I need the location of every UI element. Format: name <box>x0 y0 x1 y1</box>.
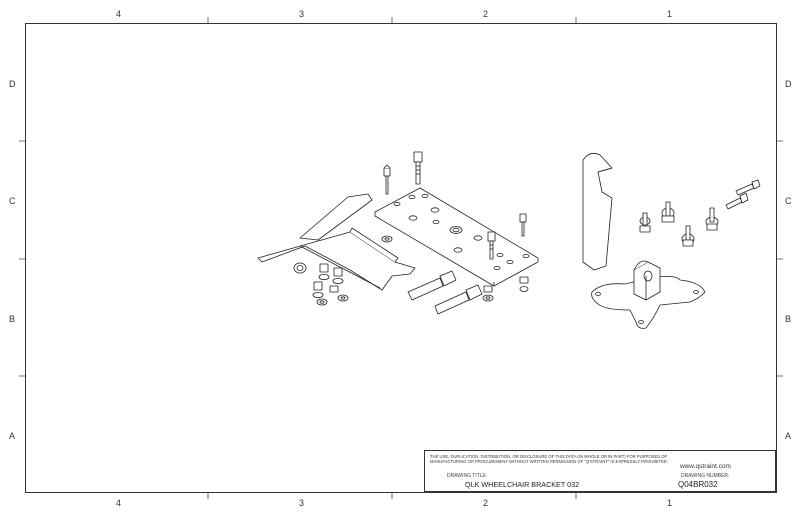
main-plate <box>374 187 539 287</box>
zone-row-left-d: D <box>9 79 16 89</box>
zone-row-right-c: C <box>785 196 792 206</box>
zone-col-bottom-2: 2 <box>483 498 489 508</box>
drawing-border <box>25 23 777 493</box>
zone-col-top-3: 3 <box>299 9 305 19</box>
title-block: THE USE, DUPLICATION, DISTRIBUTION, OR D… <box>424 450 776 492</box>
copyright-notice: THE USE, DUPLICATION, DISTRIBUTION, OR D… <box>430 454 668 464</box>
zone-row-right-b: B <box>785 314 792 324</box>
zone-row-right-a: A <box>785 431 792 441</box>
nuts-washers-right <box>482 276 529 302</box>
drawing-title: QLK WHEELCHAIR BRACKET 032 <box>465 480 580 489</box>
nuts-washers-left <box>293 235 393 306</box>
plate-bolts <box>383 151 527 260</box>
zone-row-left-a: A <box>9 431 16 441</box>
arm-bracket <box>257 193 416 291</box>
zone-col-top-2: 2 <box>483 9 489 19</box>
drawing-number-label: DRAWING NUMBER: <box>681 473 730 479</box>
zone-row-right-d: D <box>785 79 792 89</box>
bolt-washer-group <box>639 179 761 247</box>
drawing-number: Q04BR032 <box>678 480 718 489</box>
cross-base-mount <box>591 260 706 329</box>
zone-col-bottom-4: 4 <box>116 498 122 508</box>
zone-ticks <box>19 17 783 499</box>
vertical-slotted-bar <box>582 152 613 271</box>
zone-col-top-4: 4 <box>116 9 122 19</box>
drawing-title-label: DRAWING TITLE: <box>447 473 488 479</box>
long-bolts <box>407 270 483 315</box>
zone-col-bottom-1: 1 <box>667 498 673 508</box>
zone-row-left-c: C <box>9 196 16 206</box>
zone-row-left-b: B <box>9 314 16 324</box>
website-text: www.qstraint.com <box>680 463 731 470</box>
zone-col-top-1: 1 <box>667 9 673 19</box>
zone-col-bottom-3: 3 <box>299 498 305 508</box>
